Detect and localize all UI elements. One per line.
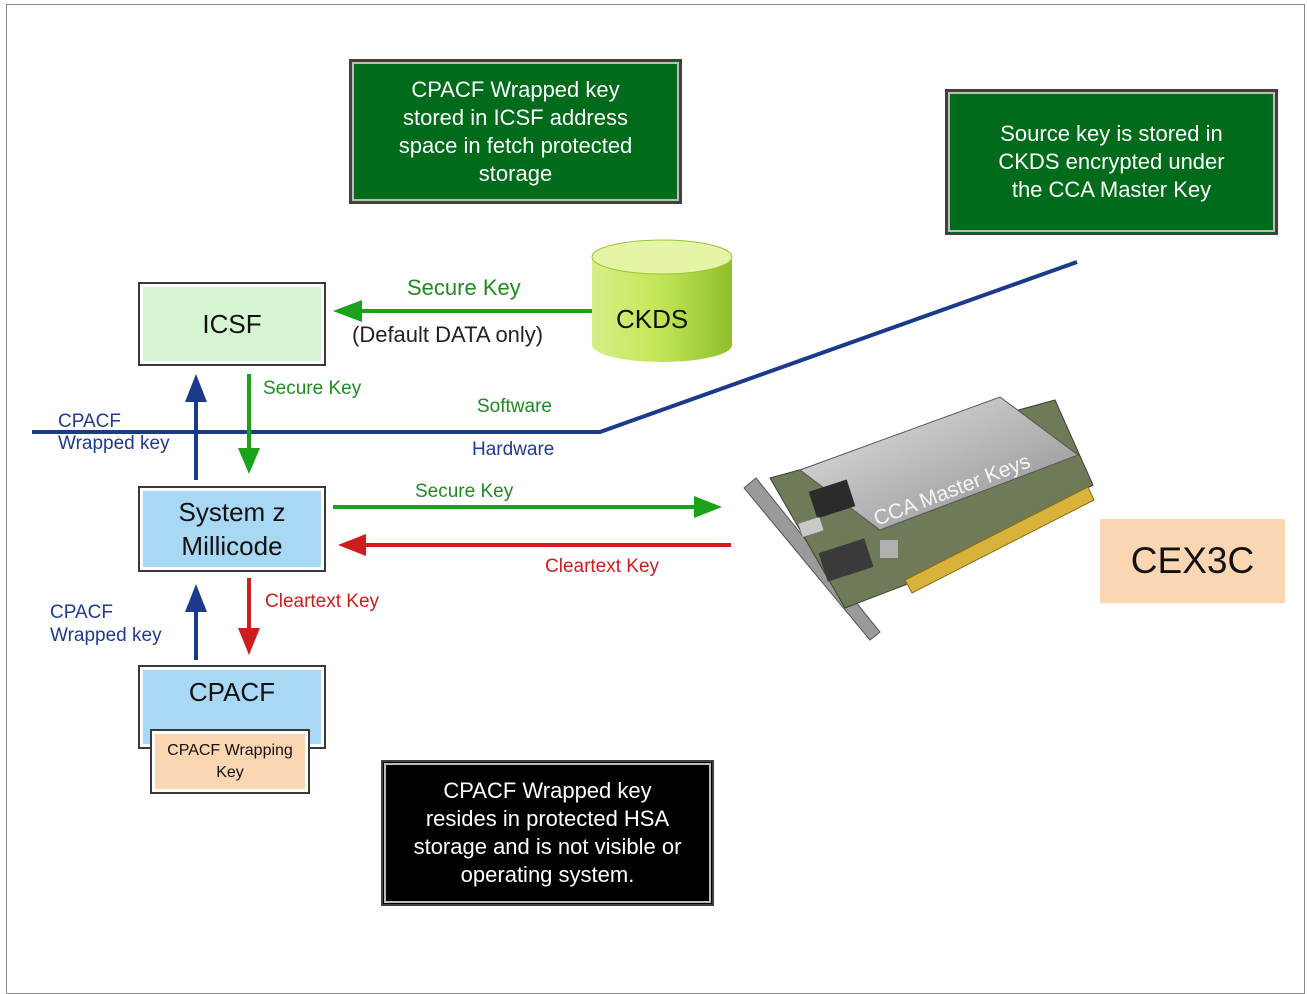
icsf-to-millicode-arrow (238, 374, 260, 474)
cpacf-wrapped-key-lower-label: CPACF Wrapped key (50, 602, 162, 646)
default-data-only-label: (Default DATA only) (352, 322, 544, 347)
cex3c-to-millicode-arrow (338, 534, 731, 556)
millicode-to-cex3c-arrow (333, 496, 722, 518)
millicode-to-cpacf-arrow (238, 578, 260, 655)
cex3c-node: CEX3C (1100, 519, 1285, 603)
cex3c-cleartext-key-label: Cleartext Key (545, 556, 660, 577)
software-hardware-boundary (32, 260, 1078, 434)
millicode-cleartext-key-label: Cleartext Key (265, 591, 380, 612)
millicode-to-icsf-arrow (185, 374, 207, 480)
millicode-node: System z Millicode (138, 486, 326, 572)
icsf-secure-key-label: Secure Key (263, 378, 362, 399)
wrapping-key-node: CPACF Wrapping Key (150, 729, 310, 794)
millicode-secure-key-label: Secure Key (415, 481, 514, 502)
cpacf-label: CPACF (188, 677, 276, 707)
ckds-source-note: Source key is stored in CKDS encrypted u… (945, 89, 1278, 235)
hsa-storage-note: CPACF Wrapped key resides in protected H… (381, 760, 714, 906)
ckds-cylinder (591, 239, 733, 362)
crypto-express-card (743, 396, 1095, 641)
ckds-to-icsf-arrow (333, 300, 592, 322)
ckds-label: CKDS (616, 304, 689, 334)
icsf-storage-note: CPACF Wrapped key stored in ICSF address… (349, 59, 682, 204)
ckds-secure-key-label: Secure Key (407, 275, 521, 300)
cpacf-to-millicode-arrow (185, 584, 207, 660)
software-label: Software (477, 396, 552, 417)
hardware-label: Hardware (472, 439, 555, 460)
icsf-node: ICSF (138, 282, 326, 366)
cpacf-wrapped-key-upper-label: CPACF Wrapped key (58, 411, 170, 454)
